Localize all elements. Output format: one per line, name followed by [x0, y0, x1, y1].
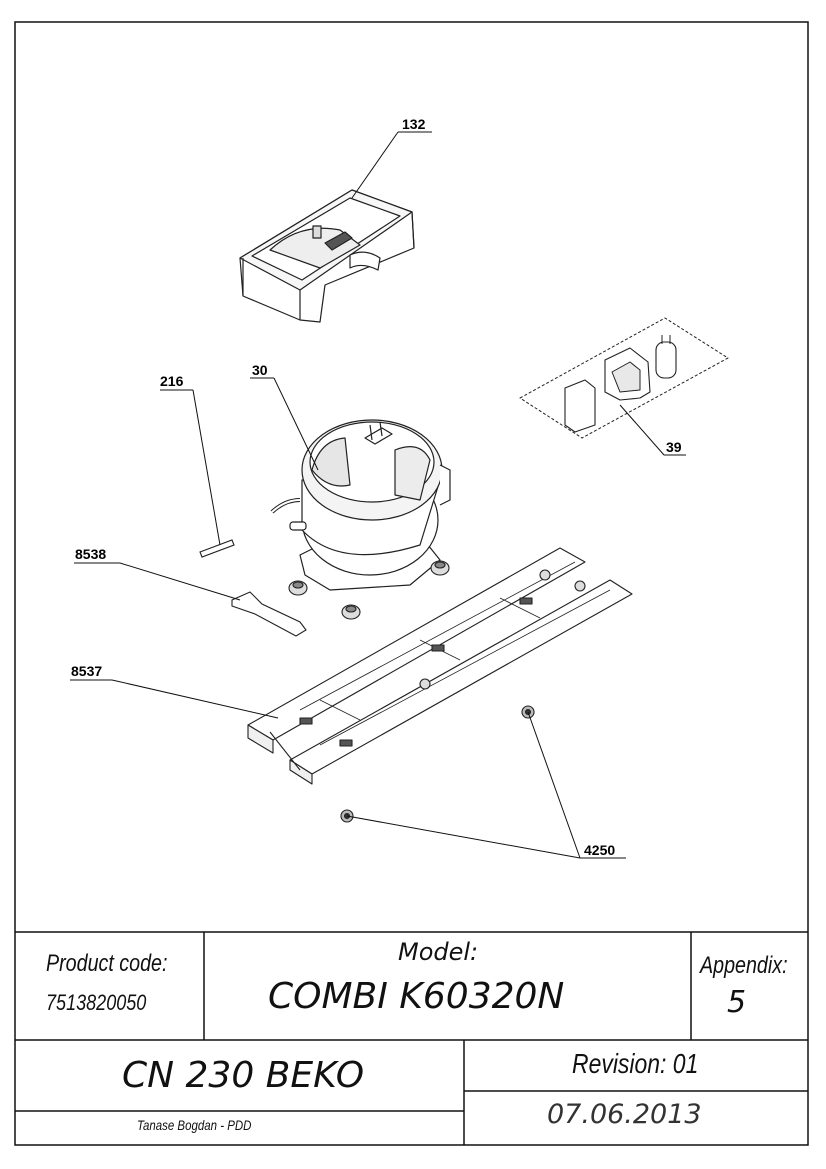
- callout-216: 216: [160, 373, 184, 389]
- leader-4250-b: [346, 815, 581, 859]
- leader-30: [273, 377, 319, 471]
- appendix-label: Appendix:: [700, 952, 788, 979]
- part-8538-strip: [231, 591, 307, 637]
- part-132-drain-tray: [239, 189, 415, 323]
- title-block-grid: [15, 931, 808, 1145]
- callout-132: 132: [402, 116, 426, 132]
- sheet-border: [14, 21, 809, 1146]
- part-39-relay-kit: [519, 317, 729, 439]
- leader-8537: [111, 679, 279, 719]
- series-name: CN 230 BEKO: [122, 1055, 365, 1096]
- model-label: Model:: [398, 938, 479, 966]
- callout-30: 30: [252, 362, 268, 378]
- leader-132: [351, 131, 399, 199]
- compressor-grommets: [288, 560, 450, 620]
- leader-216: [192, 389, 221, 546]
- author-name: Tanase Bogdan - PDD: [137, 1117, 252, 1133]
- part-30-compressor: [270, 419, 451, 591]
- product-code-label: Product code:: [46, 950, 168, 977]
- revision-date: 07.06.2013: [547, 1099, 702, 1130]
- callout-39: 39: [666, 439, 682, 455]
- appendix-value: 5: [727, 985, 747, 1020]
- callout-4250: 4250: [584, 842, 615, 858]
- part-216-pin: [199, 539, 235, 558]
- callout-8538: 8538: [75, 546, 106, 562]
- leader-39: [619, 404, 665, 456]
- product-code-value: 7513820050: [46, 990, 147, 1015]
- leader-4250-a: [527, 711, 581, 859]
- part-8537-base-rails: [247, 547, 633, 785]
- revision-label: Revision: 01: [572, 1048, 699, 1079]
- model-value: COMBI K60320N: [268, 976, 565, 1017]
- callout-8537: 8537: [71, 663, 102, 679]
- leader-8538: [119, 562, 241, 601]
